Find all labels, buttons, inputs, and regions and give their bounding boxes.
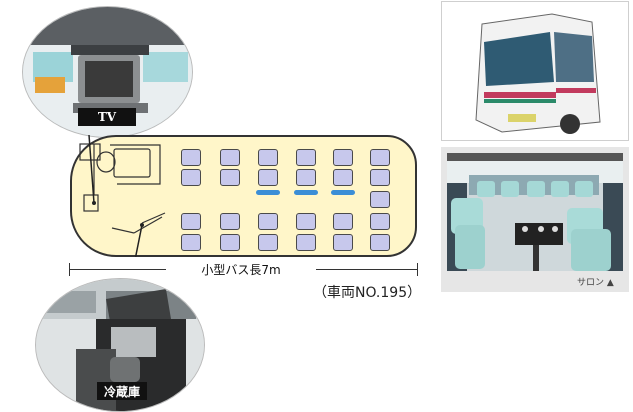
tv-photo — [22, 6, 193, 138]
dimension-tick-right — [417, 263, 418, 276]
seat — [220, 169, 240, 186]
seat — [370, 191, 390, 208]
seat — [181, 234, 201, 251]
seat — [296, 234, 316, 251]
seat — [333, 234, 353, 251]
seat — [333, 213, 353, 230]
salon-caption: サロン ▲ — [577, 278, 614, 288]
aisle-fold-seat — [256, 190, 280, 195]
bus-floor-plan — [70, 135, 417, 257]
seat — [181, 169, 201, 186]
seat — [370, 234, 390, 251]
seat — [296, 213, 316, 230]
bus-interior-lines — [79, 135, 166, 257]
seat — [296, 169, 316, 186]
salon-interior-illustration — [447, 153, 623, 271]
seat — [296, 149, 316, 166]
aisle-fold-seat — [331, 190, 355, 195]
seat — [220, 234, 240, 251]
tv-label: TV — [78, 108, 136, 126]
seat — [258, 169, 278, 186]
seat — [220, 149, 240, 166]
seat — [370, 169, 390, 186]
seat — [370, 149, 390, 166]
salon-interior-photo: サロン ▲ — [441, 147, 629, 292]
seat — [220, 213, 240, 230]
seat — [258, 234, 278, 251]
seat — [258, 213, 278, 230]
seat — [181, 149, 201, 166]
seat — [370, 213, 390, 230]
seat — [333, 149, 353, 166]
aisle-fold-seat — [294, 190, 318, 195]
seat — [181, 213, 201, 230]
seat — [333, 169, 353, 186]
bus-length-label: 小型バス長7m — [166, 261, 316, 278]
fridge-label: 冷蔵庫 — [97, 382, 147, 400]
dimension-tick-left — [69, 263, 70, 276]
vehicle-number: （車両NO.195） — [313, 285, 422, 301]
bus-exterior-photo — [441, 1, 629, 141]
seat — [258, 149, 278, 166]
bus-exterior-illustration — [475, 13, 601, 134]
